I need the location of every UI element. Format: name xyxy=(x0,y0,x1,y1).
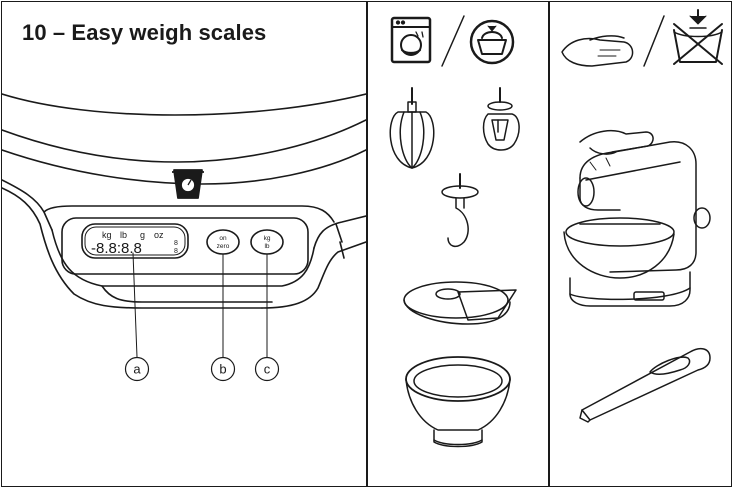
unit-oz: oz xyxy=(154,230,164,240)
lcd-small-digit-bottom: 8 xyxy=(174,248,178,255)
k-beater-icon xyxy=(482,87,520,151)
scale-icon xyxy=(172,169,204,199)
dishwasher-icon xyxy=(390,16,432,64)
not-dishwasher-safe-icon xyxy=(673,9,723,65)
dough-hook-icon xyxy=(441,173,479,248)
lcd-display: kg lb g oz -8.8:8.8 8 8 xyxy=(91,230,178,257)
unit-g: g xyxy=(140,230,145,240)
dishwasher-safe-panel xyxy=(368,2,550,486)
divider-left xyxy=(366,2,368,486)
scales-panel: 10 – Easy weigh scales xyxy=(2,2,366,486)
on-zero-button[interactable]: on zero xyxy=(217,235,230,250)
units-label-lb: lb xyxy=(264,243,269,250)
on-zero-label-on: on xyxy=(219,235,227,242)
dishwasher-parts-illustration xyxy=(389,15,520,448)
callout-b: b xyxy=(219,362,226,377)
scale-base-illustration: kg lb g oz -8.8:8.8 8 8 on zero kg lb a … xyxy=(2,93,366,382)
lcd-small-digit-top: 8 xyxy=(174,240,178,247)
splash-guard-icon xyxy=(403,281,517,325)
top-rack-icon xyxy=(469,19,515,65)
units-button[interactable]: kg lb xyxy=(264,235,271,250)
whisk-icon xyxy=(389,87,435,169)
mixing-bowl-icon xyxy=(405,356,511,448)
lcd-digits: -8.8:8.8 xyxy=(91,240,142,257)
units-label-kg: kg xyxy=(264,235,271,242)
spatula-icon xyxy=(579,347,711,423)
page-title: 10 – Easy weigh scales xyxy=(22,20,267,45)
wipe-cloth-icon xyxy=(561,35,634,67)
unit-lb: lb xyxy=(120,230,127,240)
callout-c: c xyxy=(264,362,271,377)
callout-a: a xyxy=(133,362,141,377)
wipe-clean-illustration xyxy=(561,9,723,423)
divider-right xyxy=(548,2,550,486)
unit-kg: kg xyxy=(102,230,112,240)
on-zero-label-zero: zero xyxy=(217,243,230,250)
wipe-clean-panel xyxy=(550,2,731,486)
stand-mixer-icon xyxy=(563,129,711,307)
